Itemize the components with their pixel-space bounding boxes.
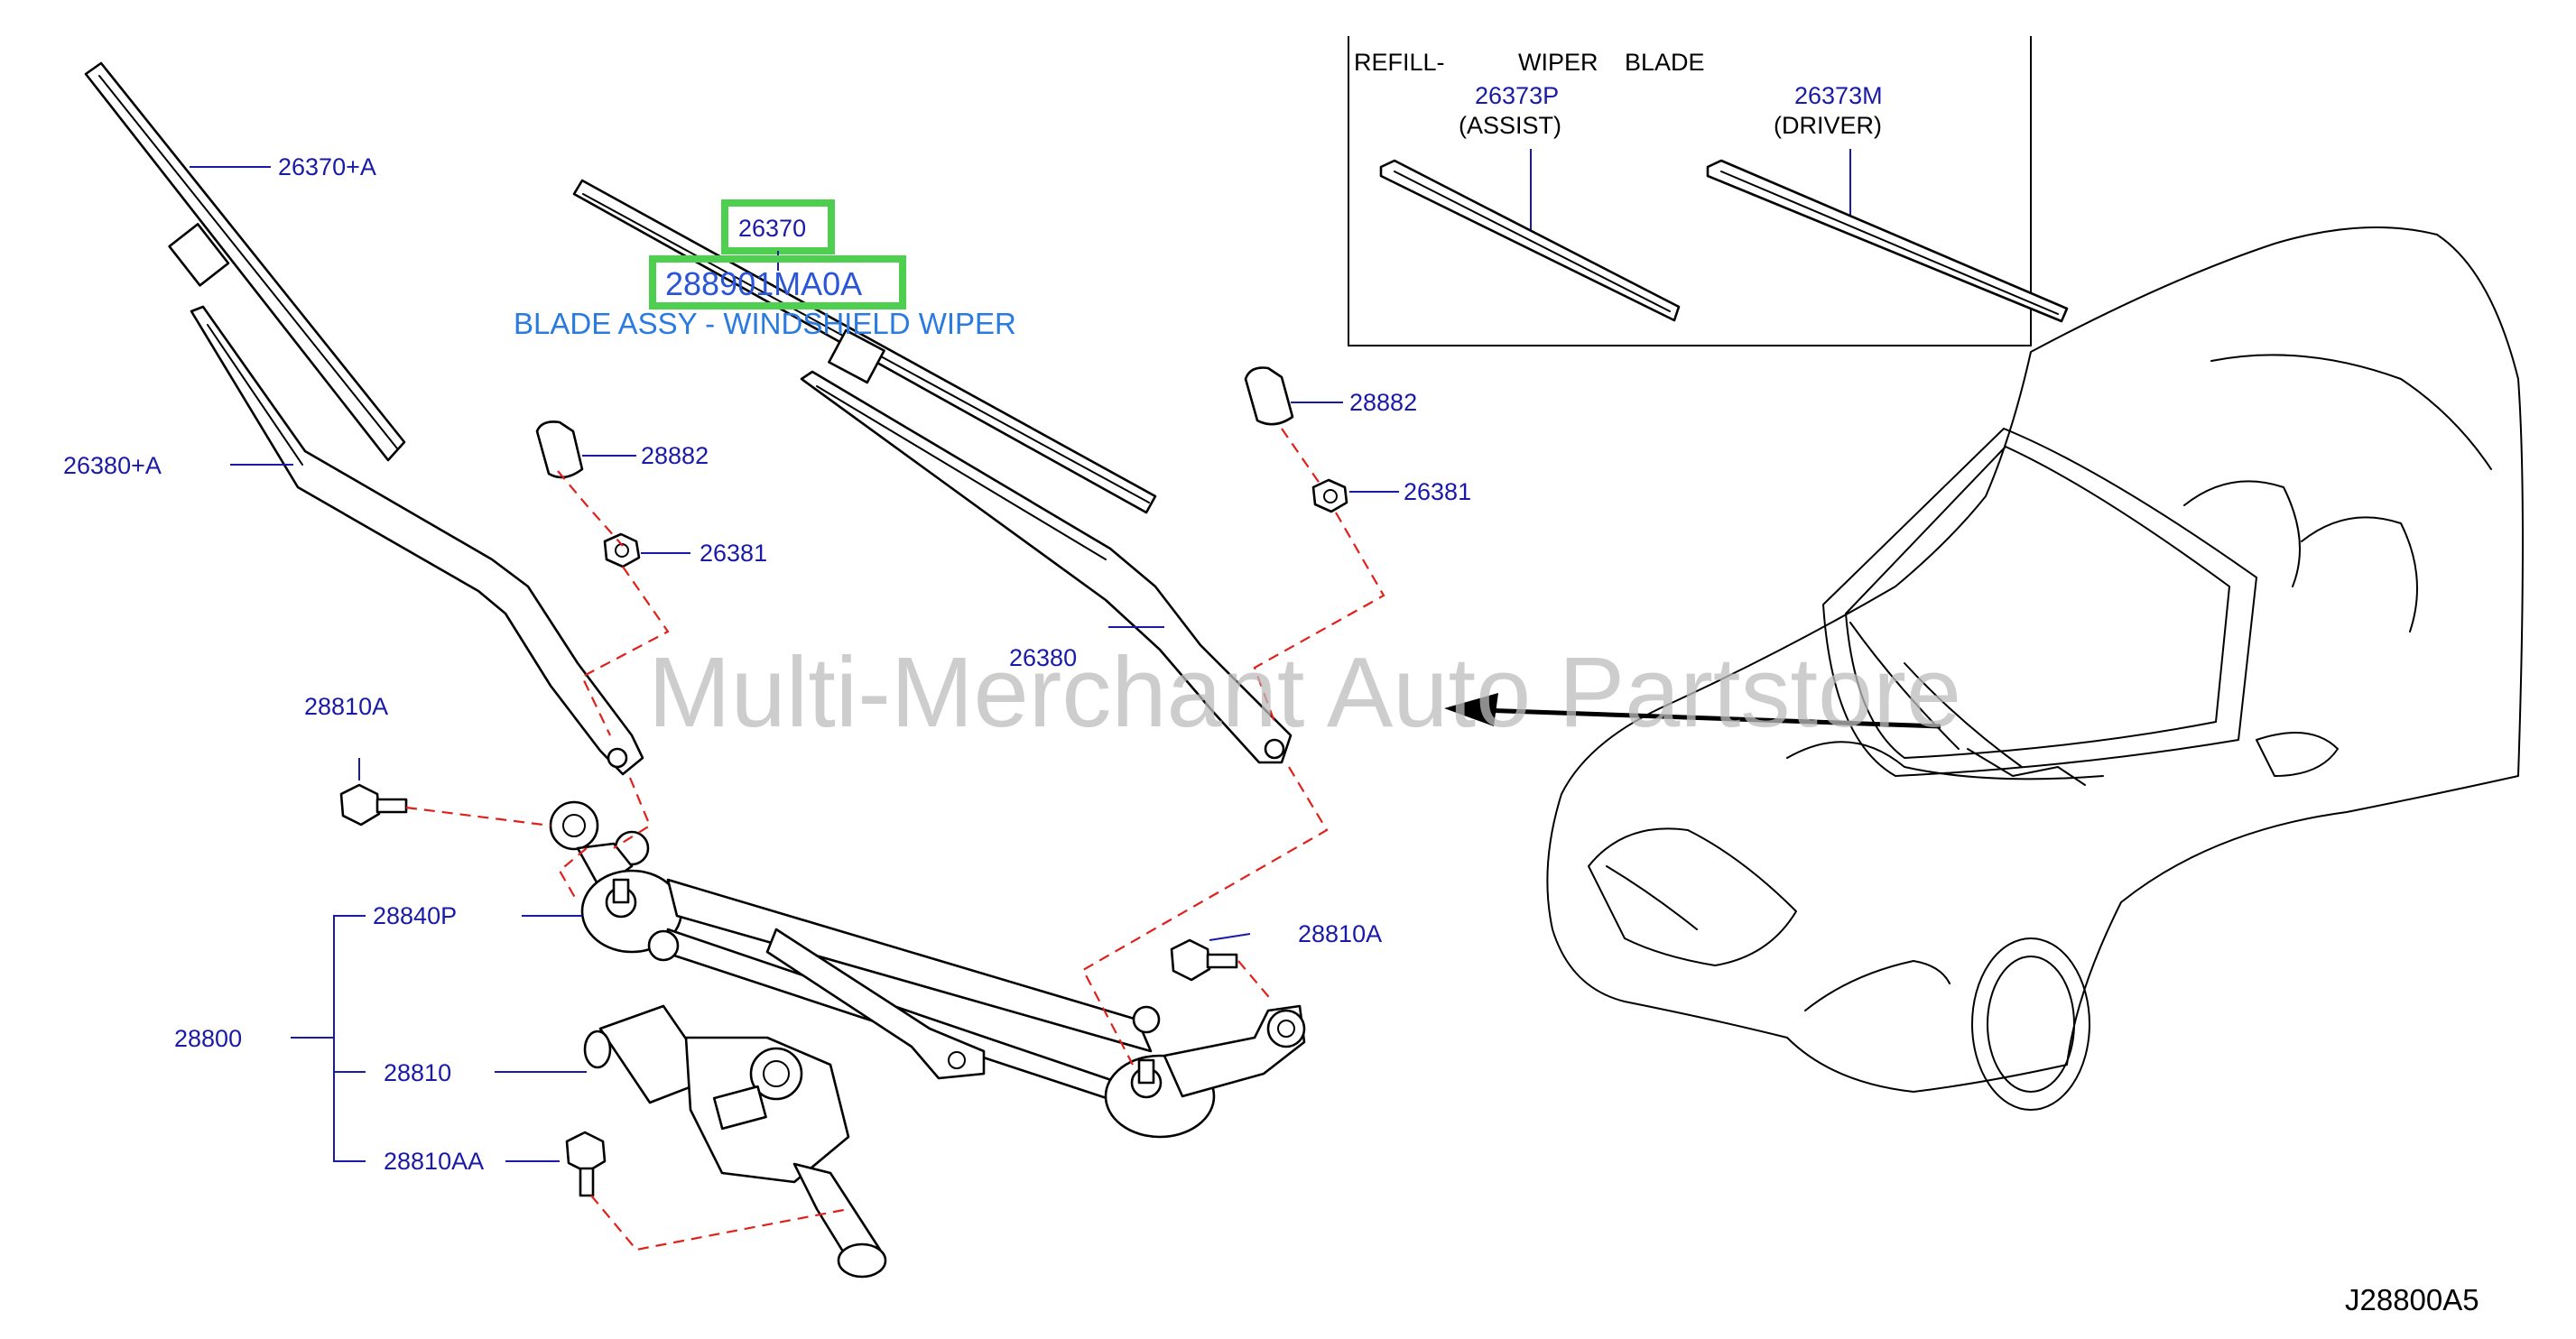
callout-assembly: 28800 <box>174 1025 242 1052</box>
highlight-oem-number-text: 288901MA0A <box>665 265 862 302</box>
assembly-bracket <box>291 915 366 1162</box>
right-pivot-nut <box>1311 478 1348 513</box>
watermark: Multi-Merchant Auto Partstore <box>648 637 1961 748</box>
highlight-part-number[interactable]: 26370 <box>721 199 835 254</box>
right-pivot-cap <box>1244 366 1294 426</box>
left-pivot-nut <box>603 532 641 568</box>
inset-title-refill: REFILL- <box>1354 49 1445 76</box>
highlight-caption: BLADE ASSY - WINDSHIELD WIPER <box>514 307 1016 340</box>
refill-inset: REFILL- WIPER BLADE 26373P (ASSIST) 2637… <box>1348 36 2069 346</box>
callout-motor-bolt: 28810AA <box>384 1148 484 1175</box>
wiper-linkage <box>549 800 1306 1139</box>
callout-linkage: 28840P <box>373 902 457 929</box>
highlight-part-number-text: 26370 <box>738 215 806 242</box>
callout-arm-a: 26380+A <box>63 452 162 479</box>
assembly-guide-lines <box>405 428 1385 1251</box>
center-wiper-blade <box>572 179 1157 514</box>
left-pivot-cap <box>535 420 584 479</box>
driver-refill-number: 26373M <box>1794 82 1883 109</box>
highlight-oem-number[interactable]: 288901MA0A <box>649 255 906 309</box>
callout-bolt-right: 28810A <box>1298 920 1382 947</box>
driver-refill-strip <box>1706 159 2069 323</box>
callout-nut-right: 26381 <box>1404 478 1471 505</box>
motor-bolt <box>565 1131 607 1197</box>
callout-cap-right: 28882 <box>1349 389 1417 416</box>
callout-nut-left: 26381 <box>700 540 767 567</box>
callout-motor: 28810 <box>384 1059 451 1086</box>
diagram-code: J28800A5 <box>2345 1283 2479 1316</box>
left-wiper-arm <box>190 305 644 776</box>
left-wiper-blade <box>84 61 406 462</box>
assist-refill-strip <box>1379 159 1681 322</box>
right-bolt <box>1170 938 1238 982</box>
right-wiper-arm <box>800 370 1293 764</box>
callout-bolt-left: 28810A <box>304 693 388 720</box>
location-arrow <box>1444 693 1941 729</box>
left-bolt <box>339 783 408 826</box>
car-illustration <box>1546 226 2524 1111</box>
callout-cap-left: 28882 <box>641 442 709 469</box>
wiper-motor <box>583 1004 887 1279</box>
driver-refill-label: (DRIVER) <box>1774 112 1882 139</box>
callout-arm-right: 26380 <box>1009 644 1077 671</box>
inset-frame <box>1348 36 2032 346</box>
callout-blade-a: 26370+A <box>278 153 376 180</box>
assist-refill-label: (ASSIST) <box>1459 112 1561 139</box>
assist-refill-number: 26373P <box>1475 82 1559 109</box>
inset-title-blade: BLADE <box>1625 49 1705 76</box>
inset-title-wiper: WIPER <box>1518 49 1598 76</box>
